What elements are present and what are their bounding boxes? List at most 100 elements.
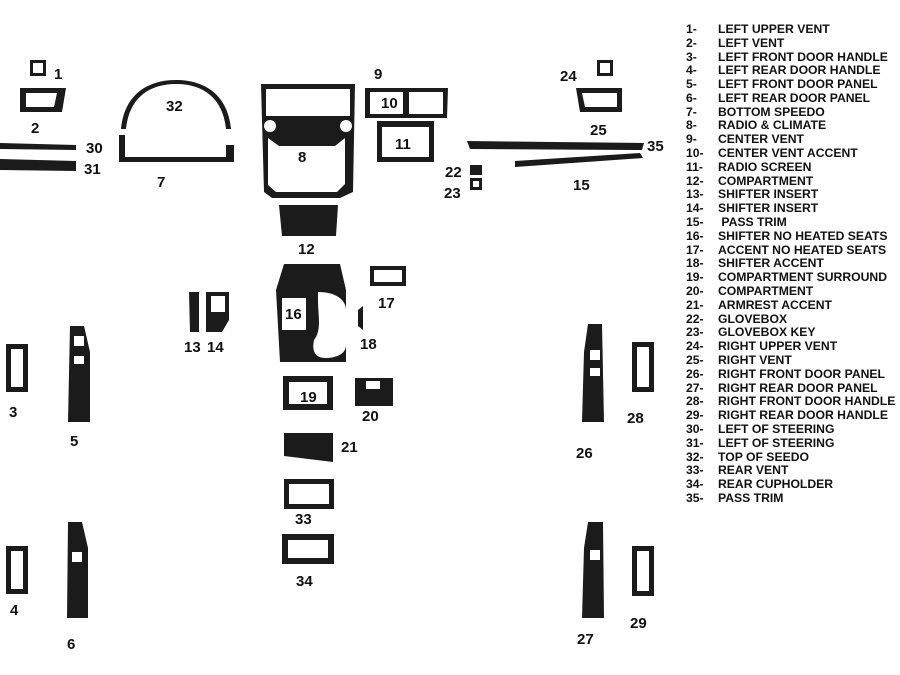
- legend-label: SHIFTER INSERT: [718, 201, 819, 216]
- legend-id: 10-: [686, 146, 704, 161]
- legend-label: RADIO & CLIMATE: [718, 118, 827, 133]
- legend-label: SHIFTER ACCENT: [718, 256, 824, 271]
- part-label-17: 17: [378, 295, 395, 312]
- part-22-glovebox: [470, 165, 482, 175]
- part-2-left-vent: [20, 88, 66, 112]
- legend-id: 31-: [686, 435, 704, 450]
- legend-row: 14- SHIFTER INSERT: [686, 201, 898, 215]
- part-label-19: 19: [300, 389, 317, 406]
- legend-label: GLOVEBOX: [718, 311, 788, 326]
- part-29-right-rear-door-handle: [632, 546, 654, 596]
- legend-label: RIGHT UPPER VENT: [718, 339, 838, 354]
- legend-id: 2-: [686, 35, 697, 50]
- legend-row: 26-RIGHT FRONT DOOR PANEL: [686, 367, 898, 381]
- part-6-left-rear-door-panel: [67, 522, 88, 618]
- legend-row: 23-GLOVEBOX KEY: [686, 325, 898, 340]
- legend-row: 8- RADIO & CLIMATE: [686, 118, 898, 133]
- part-label-10: 10: [381, 95, 398, 112]
- part-35-pass-trim: [467, 141, 644, 150]
- part-24-right-upper-vent: [597, 60, 613, 76]
- legend-label: REAR VENT: [718, 463, 789, 478]
- legend-id: 33-: [686, 463, 704, 478]
- part-label-11: 11: [395, 136, 411, 153]
- part-label-4: 4: [10, 602, 19, 619]
- legend-label: LEFT OF STEERING: [718, 435, 835, 450]
- part-15-pass-trim: [515, 153, 643, 167]
- part-label-34: 34: [296, 573, 313, 590]
- legend-id: 24-: [686, 339, 704, 354]
- legend-label: PASS TRIM: [718, 215, 787, 230]
- legend-id: 4-: [686, 63, 697, 78]
- part-17-accent-no-heated-seats: [370, 266, 406, 286]
- legend-row: 28-RIGHT FRONT DOOR HANDLE: [686, 394, 898, 408]
- legend-label: ACCENT NO HEATED SEATS: [718, 242, 887, 257]
- legend-row: 27- RIGHT REAR DOOR PANEL: [686, 381, 898, 395]
- part-label-2: 2: [31, 120, 40, 137]
- part-label-5: 5: [70, 433, 79, 450]
- legend-row: 5-LEFT FRONT DOOR PANEL: [686, 77, 898, 91]
- part-11-radio-screen: [377, 121, 434, 162]
- legend-id: 23-: [686, 325, 704, 340]
- legend-label: COMPARTMENT: [718, 284, 814, 299]
- part-21-armrest-accent: [284, 433, 333, 462]
- part-7-bottom-speedo: [119, 135, 234, 162]
- part-label-24: 24: [560, 68, 577, 85]
- legend-row: 22- GLOVEBOX: [686, 312, 898, 326]
- legend-label: RIGHT REAR DOOR PANEL: [718, 380, 878, 395]
- part-label-30: 30: [86, 140, 103, 157]
- legend-label: LEFT OF STEERING: [718, 422, 835, 437]
- part-label-35: 35: [647, 138, 664, 155]
- part-label-9: 9: [374, 66, 383, 83]
- part-1-left-upper-vent: [30, 60, 46, 76]
- part-8-knob-left: [264, 120, 276, 132]
- part-label-20: 20: [362, 408, 379, 425]
- legend-label: RIGHT REAR DOOR HANDLE: [718, 408, 888, 423]
- legend-label: ARMREST ACCENT: [718, 297, 832, 312]
- legend-id: 34-: [686, 477, 704, 492]
- part-19-compartment-surround: [283, 376, 333, 410]
- legend-row: 17-ACCENT NO HEATED SEATS: [686, 243, 898, 257]
- legend-id: 11-: [686, 159, 703, 174]
- part-label-26: 26: [576, 445, 593, 462]
- part-label-21: 21: [341, 439, 358, 456]
- legend-label: LEFT FRONT DOOR PANEL: [718, 77, 878, 92]
- legend-label: LEFT VENT: [718, 35, 785, 50]
- legend-id: 9-: [686, 132, 697, 147]
- part-label-13: 13: [184, 339, 201, 356]
- legend-id: 20-: [686, 284, 704, 299]
- legend-id: 22-: [686, 311, 704, 326]
- part-label-28: 28: [627, 410, 644, 427]
- legend-row: 24- RIGHT UPPER VENT: [686, 339, 898, 353]
- legend-id: 14-: [686, 201, 704, 216]
- legend-row: 20- COMPARTMENT: [686, 284, 898, 298]
- legend-row: 19-COMPARTMENT SURROUND: [686, 270, 898, 284]
- legend-row: 31- LEFT OF STEERING: [686, 436, 898, 450]
- legend-id: 8-: [686, 118, 697, 133]
- part-label-29: 29: [630, 615, 647, 632]
- legend-label: COMPARTMENT: [718, 173, 814, 188]
- part-16-shifter-no-heated-seats: [276, 264, 346, 362]
- legend-label: CENTER VENT: [718, 132, 804, 147]
- part-label-23: 23: [444, 185, 461, 202]
- part-label-12: 12: [298, 241, 315, 258]
- legend-id: 32-: [686, 449, 704, 464]
- legend-label: BOTTOM SPEEDO: [718, 104, 825, 119]
- part-4-left-rear-door-handle: [6, 546, 28, 594]
- legend-id: 26-: [686, 366, 704, 381]
- legend-row: 13- SHIFTER INSERT: [686, 187, 898, 202]
- legend-id: 30-: [686, 422, 704, 437]
- legend-id: 13-: [686, 187, 704, 202]
- legend-label: RADIO SCREEN: [718, 159, 812, 174]
- legend-label: RIGHT VENT: [718, 353, 792, 368]
- part-label-33: 33: [295, 511, 312, 528]
- legend-row: 7- BOTTOM SPEEDO: [686, 105, 898, 119]
- legend-row: 4-LEFT REAR DOOR HANDLE: [686, 63, 898, 77]
- legend-id: 27-: [686, 380, 704, 395]
- part-label-15: 15: [573, 177, 590, 194]
- legend-id: 6-: [686, 90, 697, 105]
- legend-label: SHIFTER INSERT: [718, 187, 819, 202]
- legend-id: 7-: [686, 104, 697, 119]
- legend-row: 34-REAR CUPHOLDER: [686, 477, 898, 491]
- part-18-shifter-accent: [358, 306, 363, 330]
- legend-row: 15- PASS TRIM: [686, 215, 898, 229]
